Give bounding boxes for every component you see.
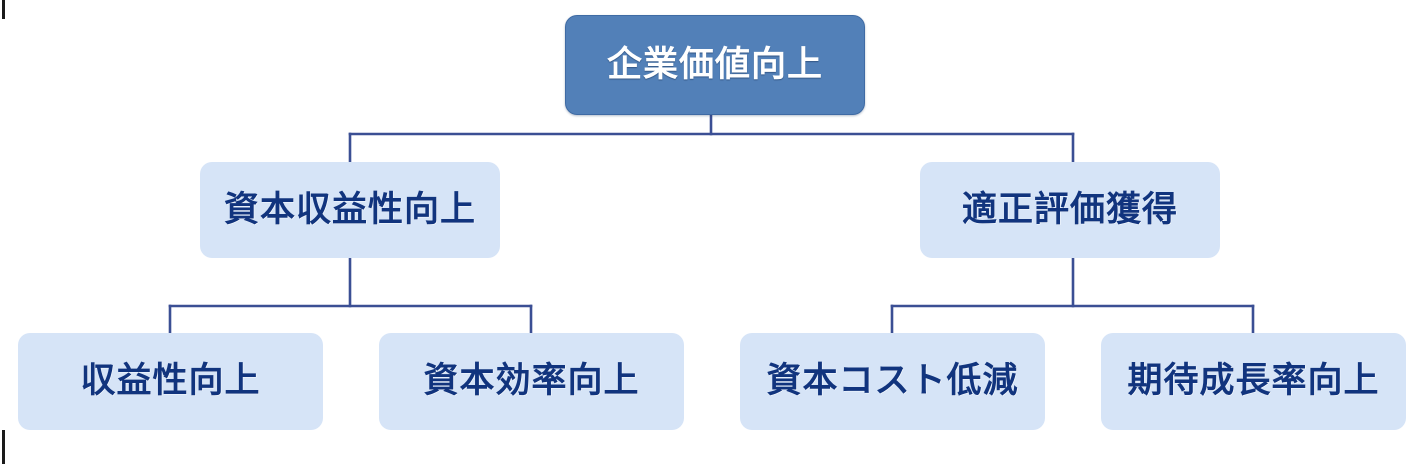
node-root[interactable]: 企業価値向上 <box>565 15 865 115</box>
node-leaf-2-label: 資本効率向上 <box>423 361 640 401</box>
node-root-label: 企業価値向上 <box>606 44 823 84</box>
page-edge-mark-bottom <box>2 430 5 464</box>
page-edge-mark-top <box>2 0 5 19</box>
node-mid-left-label: 資本収益性向上 <box>223 189 476 229</box>
node-leaf-1-label: 収益性向上 <box>80 361 261 401</box>
node-mid-left[interactable]: 資本収益性向上 <box>200 162 500 258</box>
node-mid-right[interactable]: 適正評価獲得 <box>920 162 1220 258</box>
node-leaf-2[interactable]: 資本効率向上 <box>379 333 684 430</box>
node-leaf-3-label: 資本コスト低減 <box>766 361 1019 401</box>
node-leaf-3[interactable]: 資本コスト低減 <box>740 333 1045 430</box>
node-mid-right-label: 適正評価獲得 <box>961 189 1178 229</box>
node-leaf-1[interactable]: 収益性向上 <box>18 333 323 430</box>
node-leaf-4-label: 期待成長率向上 <box>1127 361 1380 401</box>
node-leaf-4[interactable]: 期待成長率向上 <box>1101 333 1406 430</box>
